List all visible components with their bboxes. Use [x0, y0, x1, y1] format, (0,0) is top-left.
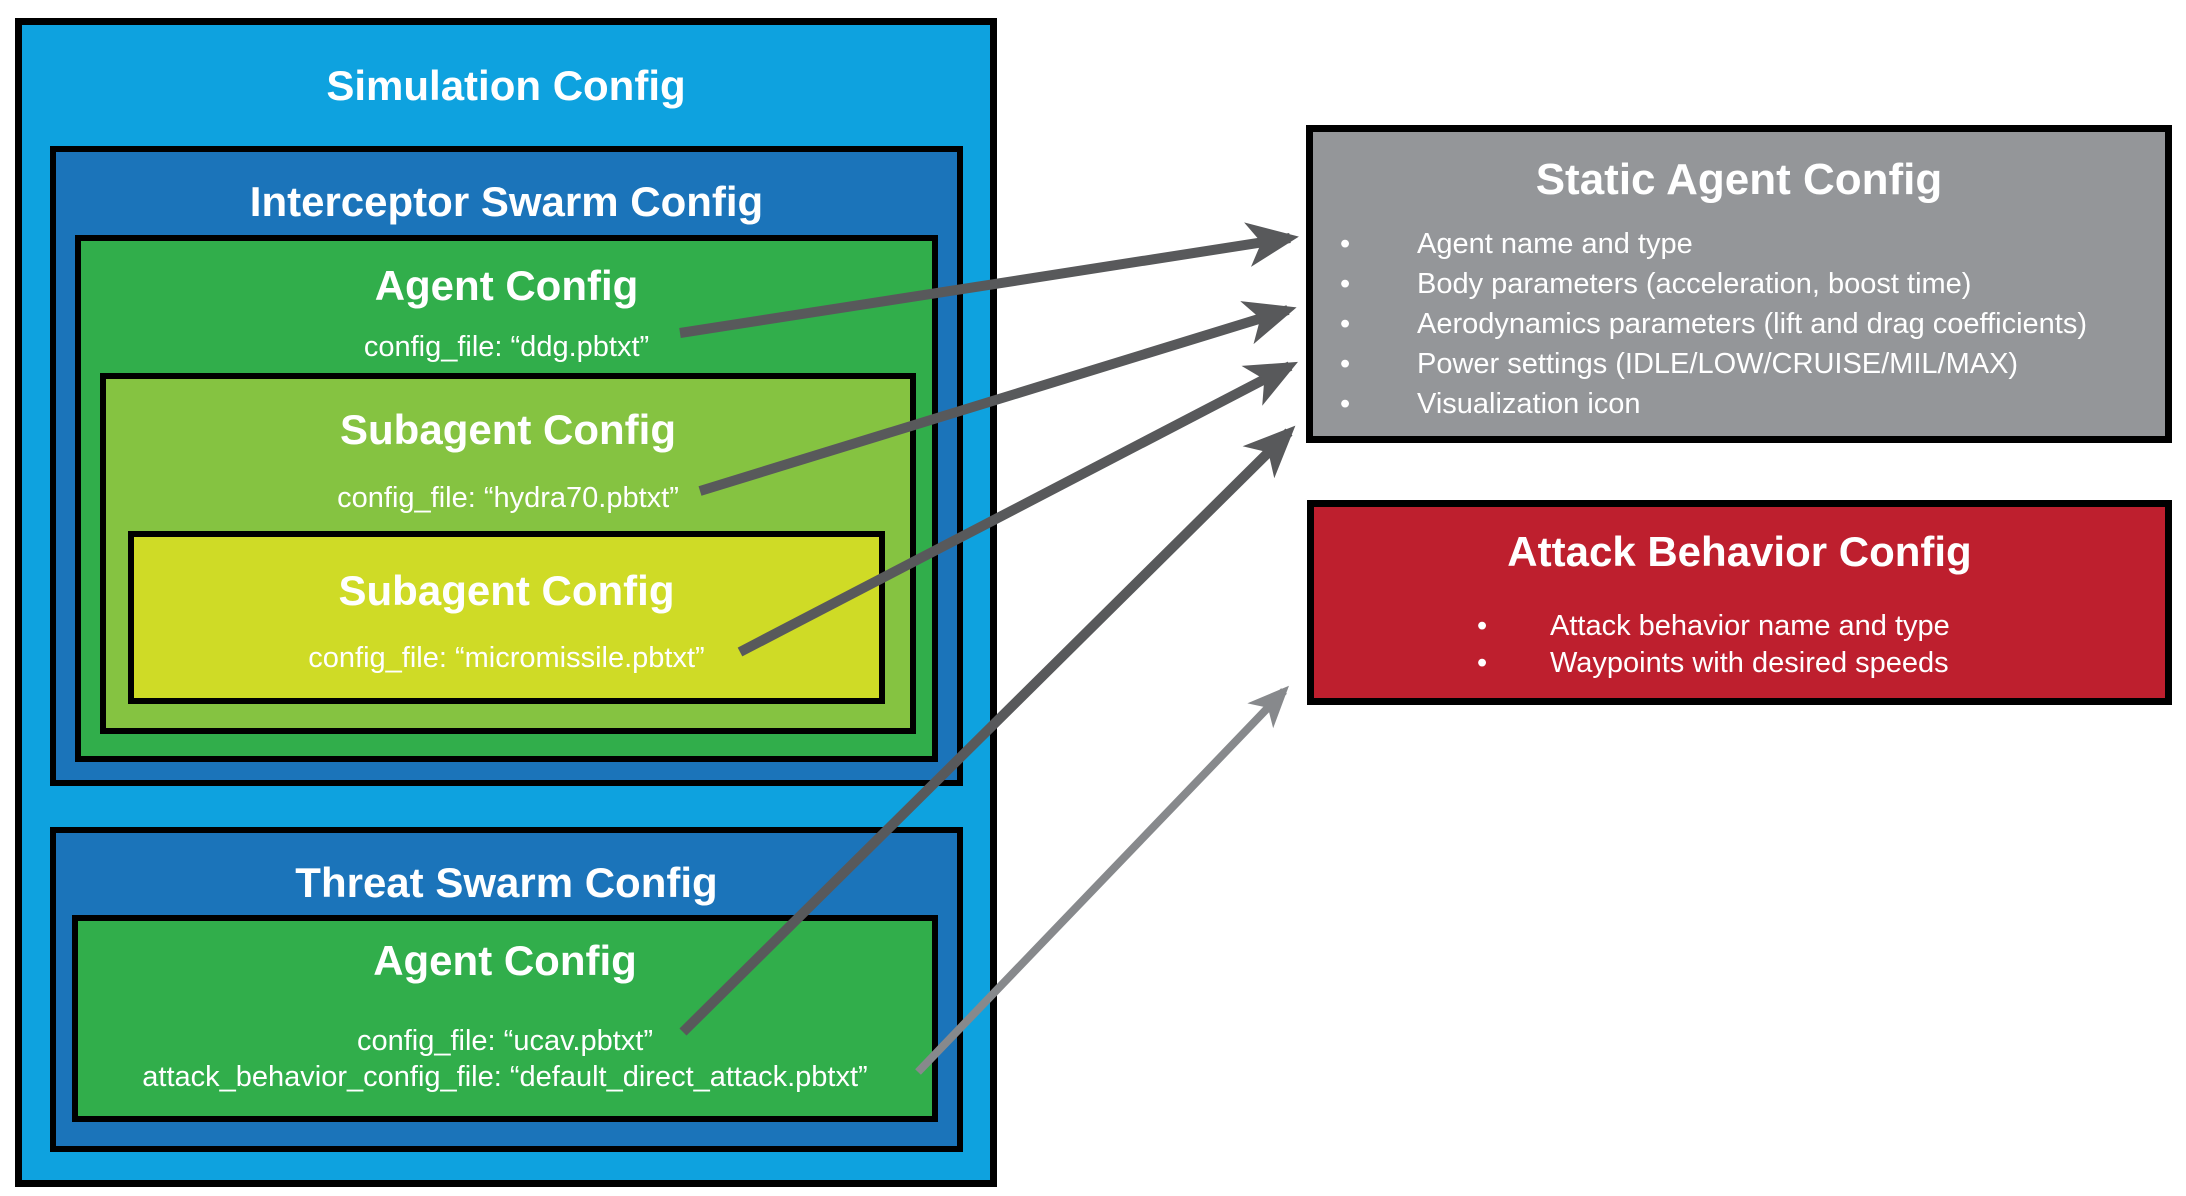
interceptor-swarm-config-title: Interceptor Swarm Config [249, 178, 764, 225]
list-item: Power settings (IDLE/LOW/CRUISE/MIL/MAX) [1313, 344, 2165, 384]
attack-behavior-config-box: Attack Behavior Config Attack behavior n… [1307, 500, 2172, 705]
threat-swarm-config-title: Threat Swarm Config [295, 859, 718, 906]
ucav-config-file-line: config_file: “ucav.pbtxt” [356, 1025, 654, 1057]
attack-behavior-config-file-line: attack_behavior_config_file: “default_di… [142, 1061, 868, 1093]
interceptor-agent-config-title: Agent Config [374, 262, 639, 309]
hydra70-config-file-line: config_file: “hydra70.pbtxt” [337, 482, 679, 514]
list-item: Agent name and type [1313, 224, 2165, 264]
static-agent-config-list: Agent name and type Body parameters (acc… [1313, 224, 2165, 424]
list-item: Waypoints with desired speeds [1314, 645, 2165, 682]
attack-behavior-config-title: Attack Behavior Config [1507, 528, 1972, 575]
static-agent-config-box: Static Agent Config Agent name and type … [1306, 125, 2172, 443]
attack-behavior-config-list: Attack behavior name and type Waypoints … [1314, 608, 2165, 682]
list-item: Body parameters (acceleration, boost tim… [1313, 264, 2165, 304]
threat-agent-config-box: Agent Config config_file: “ucav.pbtxt” a… [72, 915, 938, 1122]
threat-agent-config-title: Agent Config [373, 937, 637, 984]
hydra70-subagent-config-title: Subagent Config [340, 406, 676, 453]
static-agent-config-title: Static Agent Config [1535, 155, 1943, 204]
simulation-config-title: Simulation Config [326, 62, 686, 109]
list-item: Aerodynamics parameters (lift and drag c… [1313, 304, 2165, 344]
list-item: Attack behavior name and type [1314, 608, 2165, 645]
ddg-config-file-line: config_file: “ddg.pbtxt” [363, 331, 650, 363]
micromissile-subagent-config-title: Subagent Config [338, 567, 675, 614]
micromissile-subagent-config-box: Subagent Config config_file: “micromissi… [128, 531, 885, 704]
list-item: Visualization icon [1313, 384, 2165, 424]
micromissile-config-file-line: config_file: “micromissile.pbtxt” [308, 642, 705, 674]
